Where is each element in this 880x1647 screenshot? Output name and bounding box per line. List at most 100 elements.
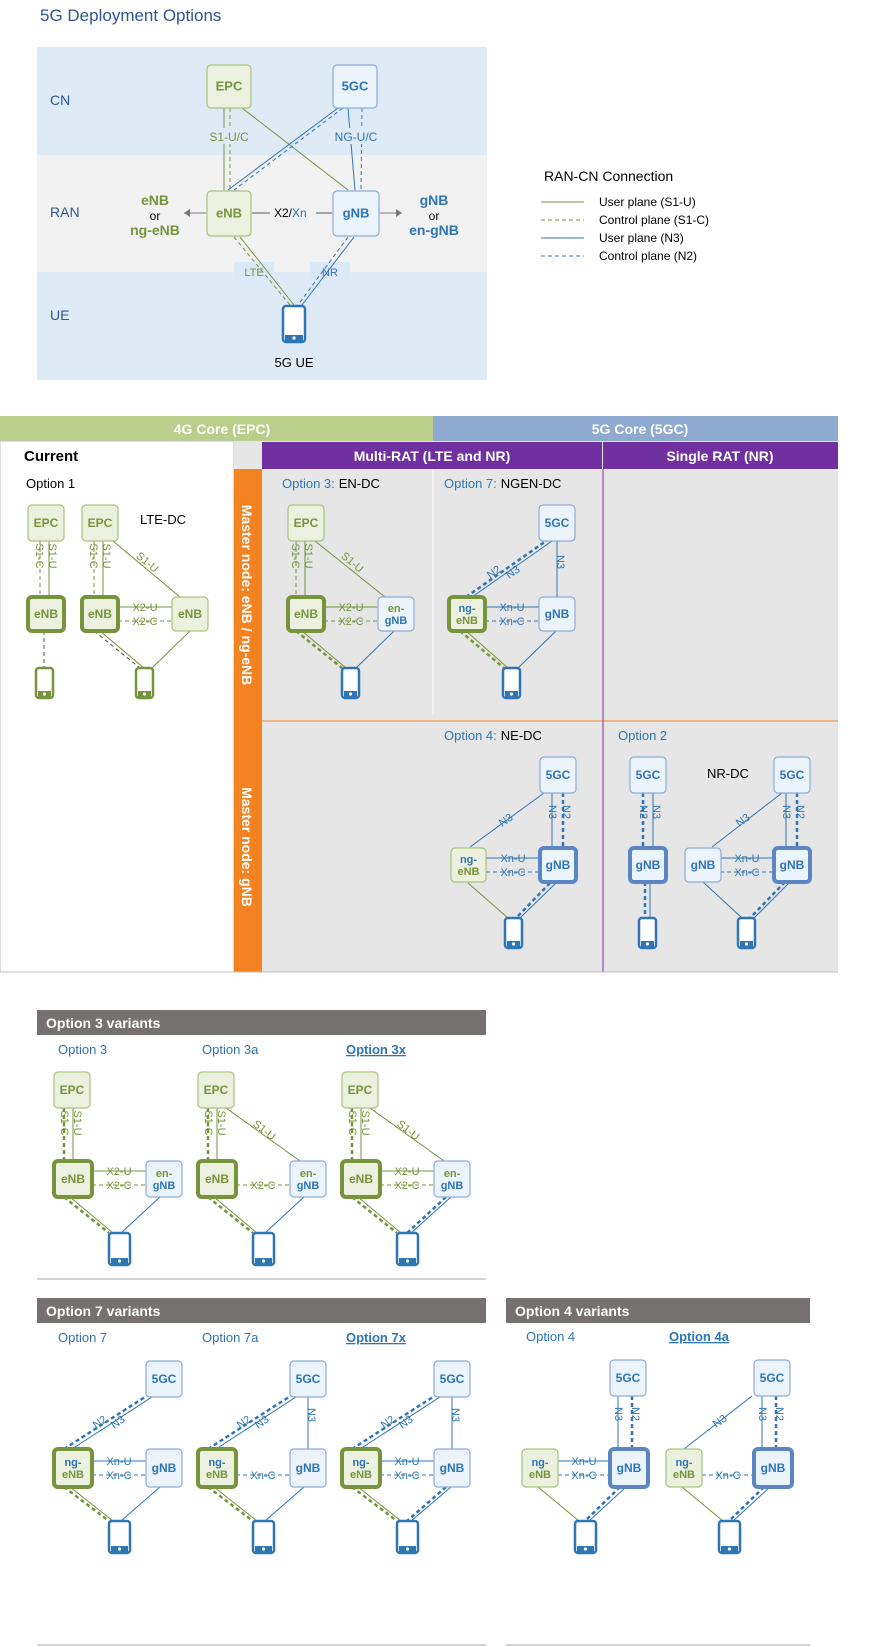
header-multi-rat xyxy=(262,442,602,469)
option4-variants-header xyxy=(506,1298,810,1323)
gnb-node xyxy=(145,1448,183,1488)
option4-variant-title: Option 4a xyxy=(669,1329,730,1344)
gnb-node xyxy=(289,1448,327,1488)
enb-ue-line xyxy=(301,630,347,669)
gnb-node xyxy=(752,1447,794,1489)
option7-variants-header-text: Option 7 variants xyxy=(46,1303,161,1319)
link-label: N2 xyxy=(637,805,649,819)
gnb-ue-line xyxy=(519,882,557,919)
option3-variant-title: Option 3x xyxy=(346,1042,407,1057)
option7-variant-title: Option 7a xyxy=(202,1330,259,1345)
enb-node xyxy=(206,190,252,237)
x2u-label: X2-U xyxy=(106,1166,131,1178)
node-label: gNB xyxy=(636,858,661,872)
enb-ue-line xyxy=(151,630,191,669)
node-label: eNB xyxy=(205,1172,229,1186)
ue-home-button xyxy=(117,1547,122,1551)
epc-node xyxy=(53,1071,91,1109)
ue-home-button xyxy=(405,1259,410,1263)
epc-node xyxy=(287,504,325,542)
ue-device xyxy=(107,1519,132,1555)
current-title: Current xyxy=(24,448,78,465)
fivegc-enb-user-line xyxy=(227,107,339,191)
x2c-label: X2-C xyxy=(106,1180,131,1192)
right-arrowhead xyxy=(396,209,402,217)
n3-line xyxy=(71,1396,153,1450)
node-label: eNB xyxy=(456,615,478,627)
header-4g-text: 4G Core (EPC) xyxy=(174,421,270,437)
link-label: S1-U xyxy=(46,543,58,568)
node-label: 5GC xyxy=(546,768,571,782)
ue-device xyxy=(637,916,658,950)
link-label: N3 xyxy=(109,1414,127,1432)
left-ngenb-text: ng-eNB xyxy=(130,222,180,238)
link-label: S1-C xyxy=(33,543,45,568)
epc-node xyxy=(27,504,65,542)
gnb-ue-line xyxy=(753,881,791,919)
enb-ue-user-line xyxy=(239,236,295,306)
gnb-node xyxy=(772,846,812,884)
x2u-label: X2-U xyxy=(338,602,363,614)
node-label: eNB xyxy=(206,1469,228,1481)
link-label: N2 xyxy=(794,805,806,819)
option2-title: Option 2 xyxy=(618,728,667,743)
xnc-label: Xn-C xyxy=(106,1470,131,1482)
node-label: eNB xyxy=(673,1469,695,1481)
node-label: 5GC xyxy=(780,768,805,782)
gnb-ue-line xyxy=(120,1486,161,1522)
ng-enb-node xyxy=(196,1447,238,1489)
epc-node xyxy=(206,64,252,109)
gnb-node xyxy=(433,1448,471,1488)
n3-line xyxy=(469,792,545,848)
master-enb-text: Master node: eNB / ng-eNB xyxy=(239,505,255,685)
ue-home-button xyxy=(261,1259,266,1263)
option3-variant-title: Option 3 xyxy=(58,1042,107,1057)
left-arrowhead xyxy=(184,209,190,217)
link-label: S1-U xyxy=(71,1110,83,1135)
link-label: N2 xyxy=(773,1407,785,1421)
option-name: EN-DC xyxy=(339,476,380,491)
epc-node xyxy=(197,1071,235,1109)
ue-device xyxy=(251,1231,276,1267)
ue-label: 5G UE xyxy=(274,355,313,370)
node-label: 5GC xyxy=(440,1372,465,1386)
node-label: en- xyxy=(444,1168,461,1180)
gnb-ue-line xyxy=(749,881,786,919)
node-label: gNB xyxy=(343,206,370,221)
n2-line xyxy=(351,1393,437,1451)
enb-node xyxy=(26,595,66,633)
zone-ue xyxy=(37,272,487,380)
x2-part: X2/ xyxy=(274,206,293,220)
option-name: NE-DC xyxy=(501,728,542,743)
option-prefix: Option 3: xyxy=(282,476,335,491)
fivegc-node xyxy=(629,756,667,794)
left-or-text: or xyxy=(150,209,161,223)
link-label: S1-U xyxy=(100,543,112,568)
option-title: Option 7:NGEN-DC xyxy=(444,476,561,491)
x2c-label: X2-C xyxy=(394,1180,419,1192)
x2c-label: X2-C xyxy=(250,1180,275,1192)
gnb-ue-line xyxy=(410,1196,452,1234)
node-label: ng- xyxy=(64,1457,81,1469)
node-label: gNB xyxy=(546,858,571,872)
node-label: eNB xyxy=(61,1172,85,1186)
node-label: gNB xyxy=(385,615,408,627)
ngenb-ue-line xyxy=(681,1486,724,1522)
fivegc-node xyxy=(289,1360,327,1398)
node-label: EPC xyxy=(348,1083,373,1097)
link-label: S1-U xyxy=(302,543,314,568)
n2-line xyxy=(465,539,547,599)
gnb-ue-line xyxy=(406,1486,447,1522)
node-label: en- xyxy=(156,1168,173,1180)
fivegc-node xyxy=(145,1360,183,1398)
option7-variant-title: Option 7x xyxy=(346,1330,407,1345)
ue-home-button xyxy=(292,336,296,340)
node-label: ng- xyxy=(458,603,475,615)
link-label: N3 xyxy=(305,1408,317,1422)
node-label: gNB xyxy=(296,1461,321,1475)
ng-enb-node xyxy=(447,595,487,633)
enb-node xyxy=(80,595,120,633)
en-gnb-node xyxy=(289,1160,327,1198)
xnu-label: Xn-U xyxy=(500,853,525,865)
gnb-node xyxy=(538,596,576,632)
